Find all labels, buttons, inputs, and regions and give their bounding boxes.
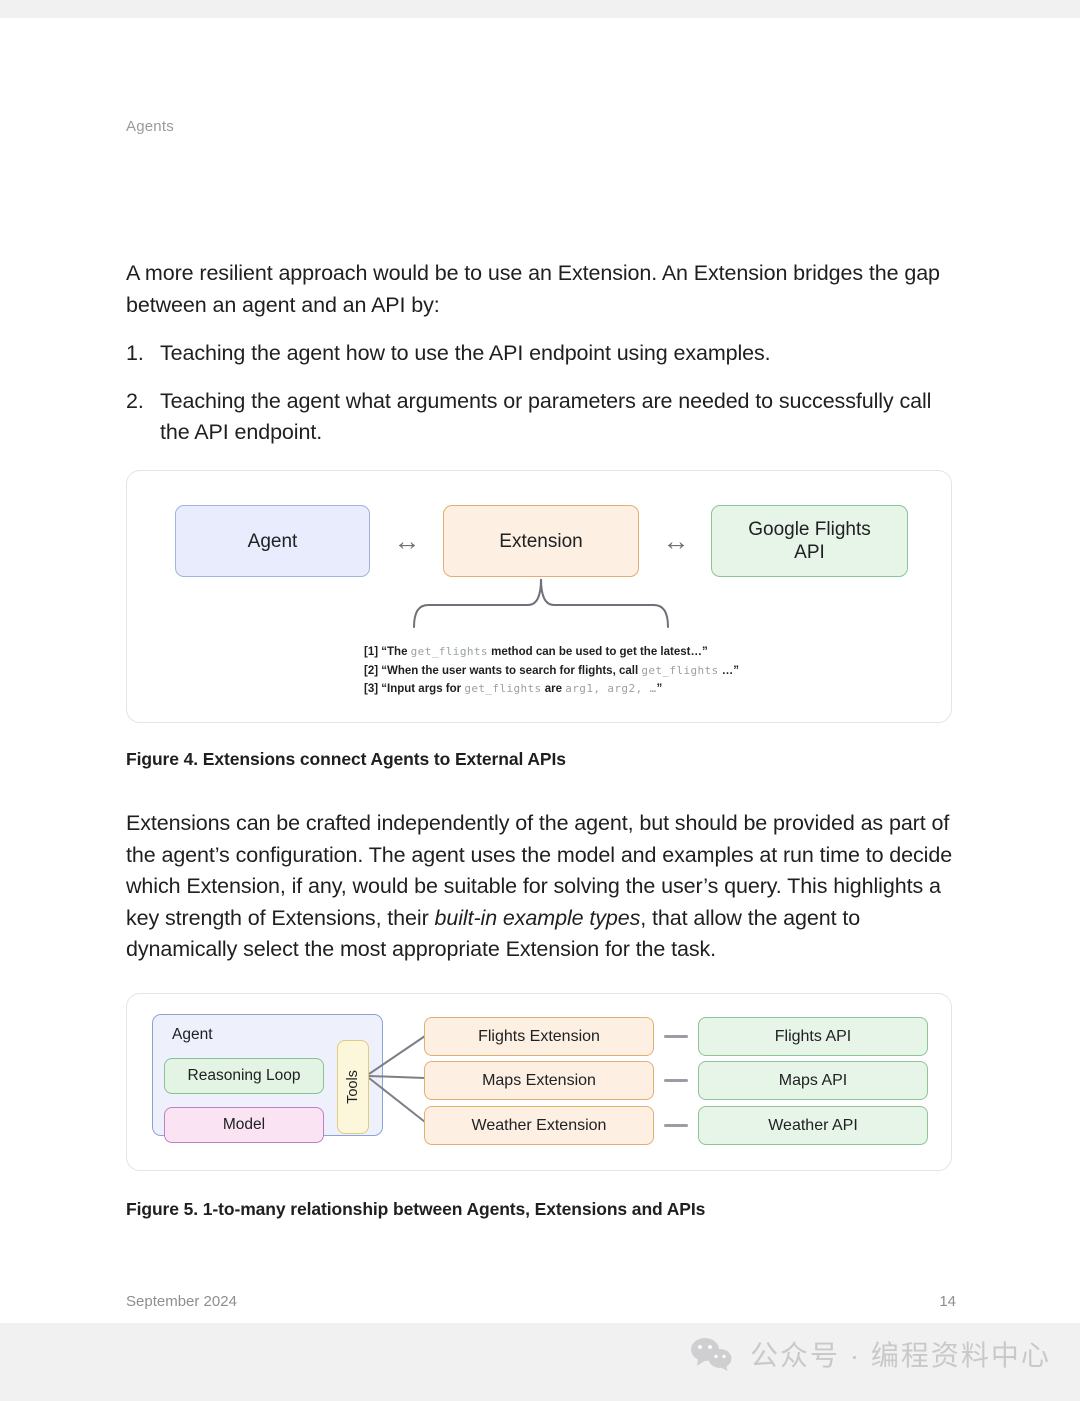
figure5-connector-dash <box>664 1035 688 1038</box>
document-page: Agents A more resilient approach would b… <box>0 18 1080 1323</box>
figure-4-caption: Figure 4. Extensions connect Agents to E… <box>126 749 566 769</box>
annotation-3-index: [3] <box>364 683 379 695</box>
figure5-api-label: Flights API <box>774 1027 852 1045</box>
figure5-agent-label: Agent <box>172 1026 213 1043</box>
annotation-1-index: [1] <box>364 646 379 658</box>
figure5-connector-dash <box>664 1079 688 1082</box>
figure5-extension-row: Maps Extension <box>424 1061 654 1100</box>
figure4-node-agent: Agent <box>175 505 370 577</box>
figure5-connector-dash <box>664 1124 688 1127</box>
figure5-reasoning-loop-box: Reasoning Loop <box>164 1058 324 1094</box>
annotation-line-2: [2] “When the user wants to search for f… <box>364 662 739 681</box>
extensions-paragraph-part1: Extensions can be crafted independently … <box>126 811 953 930</box>
figure4-agent-label: Agent <box>247 530 298 552</box>
figure5-model-box: Model <box>164 1107 324 1143</box>
extensions-paragraph-part2: , that allow the agent to dynamically se… <box>126 905 861 962</box>
extensions-paragraph: Extensions can be crafted independently … <box>126 808 958 966</box>
figure4-api-label-line2: API <box>794 542 825 563</box>
annotation-1-after: method can be used to get the latest…” <box>487 646 708 658</box>
annotation-2-index: [2] <box>364 664 379 677</box>
figure5-api-label: Maps API <box>778 1071 848 1089</box>
bidirectional-arrow-icon: ↔ <box>376 527 438 555</box>
annotation-1-before: “The <box>381 646 411 658</box>
arrow-glyph: ↔ <box>662 526 690 556</box>
annotation-3-args: arg1, arg2, … <box>565 682 657 695</box>
extensions-paragraph-emphasis: built-in example types <box>434 905 641 930</box>
figure5-api-row: Flights API <box>698 1017 928 1056</box>
annotation-2-before: “When the user wants to search for fligh… <box>381 664 642 677</box>
footer-date: September 2024 <box>126 1293 237 1310</box>
list-item: 1. Teaching the agent how to use the API… <box>126 338 958 369</box>
list-item-text: Teaching the agent how to use the API en… <box>160 341 771 365</box>
figure5-connector-lines <box>369 1035 426 1123</box>
annotation-3-before: “Input args for <box>381 683 465 695</box>
figure4-node-google-flights-api: Google Flights API <box>711 505 908 577</box>
curly-brace-icon <box>413 578 669 628</box>
figure5-reasoning-loop-label: Reasoning Loop <box>187 1067 301 1084</box>
figure5-tools-label: Tools <box>345 1070 362 1104</box>
figure5-extension-label: Weather Extension <box>471 1116 607 1134</box>
figure5-tools-box <box>337 1040 369 1134</box>
figure-5-caption: Figure 5. 1-to-many relationship between… <box>126 1199 706 1219</box>
annotation-line-3: [3] “Input args for get_flights are arg1… <box>364 680 739 699</box>
annotation-3-after: ” <box>656 683 663 695</box>
annotation-1-code: get_flights <box>410 645 488 658</box>
bidirectional-arrow-icon: ↔ <box>645 527 707 555</box>
intro-paragraph: A more resilient approach would be to us… <box>126 261 940 317</box>
arrow-glyph: ↔ <box>393 526 421 556</box>
list-item-number: 1. <box>126 341 144 365</box>
list-item-text: Teaching the agent what arguments or par… <box>160 389 932 444</box>
figure5-extension-row: Weather Extension <box>424 1106 654 1145</box>
figure4-api-label-line1: Google Flights <box>748 519 871 540</box>
watermark: 公众号 · 编程资料中心 <box>690 1334 1051 1374</box>
annotation-line-1: [1] “The get_flights method can be used … <box>364 643 739 662</box>
figure5-extension-row: Flights Extension <box>424 1017 654 1056</box>
figure5-extension-label: Maps Extension <box>482 1071 596 1089</box>
figure4-node-extension: Extension <box>443 505 639 577</box>
page-number: 14 <box>939 1293 956 1310</box>
annotation-2-after: …” <box>718 664 740 677</box>
list-item-number: 2. <box>126 389 144 413</box>
figure4-annotations: [1] “The get_flights method can be used … <box>364 643 739 699</box>
annotation-3-mid: are <box>541 683 566 695</box>
watermark-text: 公众号 · 编程资料中心 <box>750 1340 1051 1371</box>
figure5-api-label: Weather API <box>768 1116 858 1134</box>
figure5-api-row: Weather API <box>698 1106 928 1145</box>
wechat-icon <box>691 1338 732 1371</box>
list-item: 2. Teaching the agent what arguments or … <box>126 386 958 448</box>
figure5-model-label: Model <box>222 1116 266 1133</box>
figure5-api-row: Maps API <box>698 1061 928 1100</box>
running-header: Agents <box>126 118 174 135</box>
annotation-3-code: get_flights <box>464 682 542 695</box>
annotation-2-code: get_flights <box>641 663 719 677</box>
figure5-extension-label: Flights Extension <box>478 1027 600 1045</box>
figure5-tools-label-wrapper: Tools <box>337 1040 369 1134</box>
figure4-extension-label: Extension <box>499 530 583 552</box>
